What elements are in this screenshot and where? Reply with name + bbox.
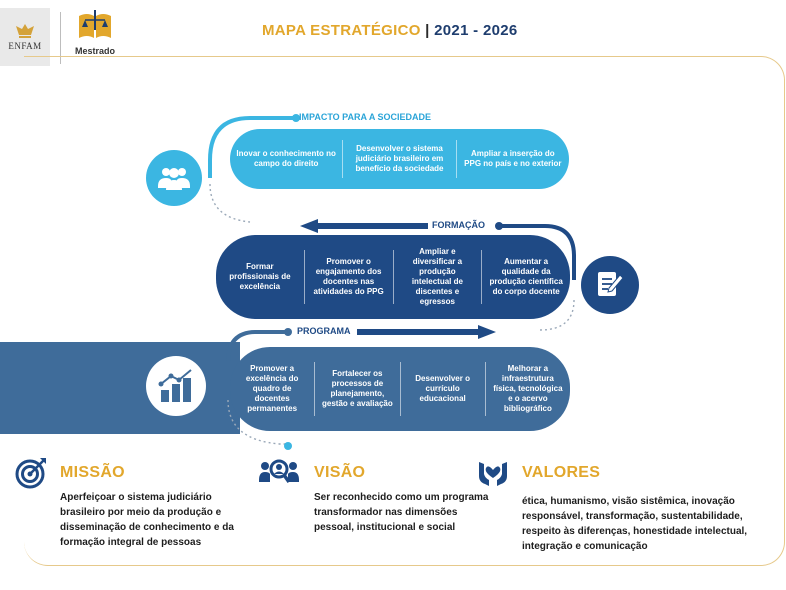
formacao-cell: Ampliar e diversificar a produção intele… bbox=[394, 247, 483, 306]
enfam-logo-text: ENFAM bbox=[8, 41, 42, 51]
impacto-label: IMPACTO PARA A SOCIEDADE bbox=[299, 112, 432, 122]
valores-title: VALORES bbox=[522, 464, 601, 481]
programa-cell: Melhorar a infraestrutura física, tecnol… bbox=[493, 364, 563, 413]
content-frame bbox=[24, 56, 785, 566]
formacao-label: FORMAÇÃO bbox=[432, 220, 485, 230]
formacao-cell: Formar profissionais de excelência bbox=[216, 250, 305, 304]
impacto-row: Inovar o conhecimento no campo do direit… bbox=[230, 129, 569, 189]
programa-row: Promover a excelência do quadro de docen… bbox=[230, 347, 570, 431]
enfam-emblem-icon bbox=[16, 24, 34, 38]
impacto-cell: Inovar o conhecimento no campo do direit… bbox=[230, 139, 344, 179]
programa-cell: Promover a excelência do quadro de docen… bbox=[230, 362, 316, 416]
scales-book-icon bbox=[79, 10, 111, 38]
hands-heart-icon bbox=[479, 462, 507, 486]
impacto-cell: Ampliar a inserção do PPG no país e no e… bbox=[464, 148, 562, 168]
formacao-cell: Promover o engajamento dos docentes nas … bbox=[305, 250, 394, 304]
programa-cell: Desenvolver o currículo educacional bbox=[401, 362, 486, 416]
missao-title: MISSÃO bbox=[60, 464, 125, 481]
team-magnifier-icon bbox=[259, 459, 299, 484]
page-title-separator: | bbox=[420, 22, 435, 39]
programa-label: PROGRAMA bbox=[297, 326, 351, 336]
page-title: MAPA ESTRATÉGICO | 2021 - 2026 bbox=[262, 22, 518, 39]
page-title-years: 2021 - 2026 bbox=[434, 22, 518, 39]
mestrado-logo-text: Mestrado bbox=[74, 46, 115, 56]
visao-title: VISÃO bbox=[314, 464, 366, 481]
target-icon bbox=[15, 458, 46, 489]
visao-text: Ser reconhecido como um programa transfo… bbox=[314, 492, 489, 533]
programa-cell: Fortalecer os processos de planejamento,… bbox=[315, 362, 401, 416]
valores-text: ética, humanismo, visão sistêmica, inova… bbox=[522, 496, 748, 552]
formacao-cell: Aumentar a qualidade da produção científ… bbox=[489, 257, 563, 296]
document-edit-icon bbox=[581, 256, 639, 314]
people-icon bbox=[146, 150, 202, 206]
page-title-main: MAPA ESTRATÉGICO bbox=[262, 22, 421, 39]
missao-text: Aperfeiçoar o sistema judiciário brasile… bbox=[60, 492, 234, 548]
growth-chart-icon bbox=[146, 356, 206, 416]
impacto-cell: Desenvolver o sistema judiciário brasile… bbox=[343, 139, 457, 179]
logo-divider bbox=[60, 12, 61, 64]
mestrado-logo: Mestrado bbox=[70, 8, 120, 66]
formacao-row: Formar profissionais de excelência Promo… bbox=[216, 235, 570, 319]
